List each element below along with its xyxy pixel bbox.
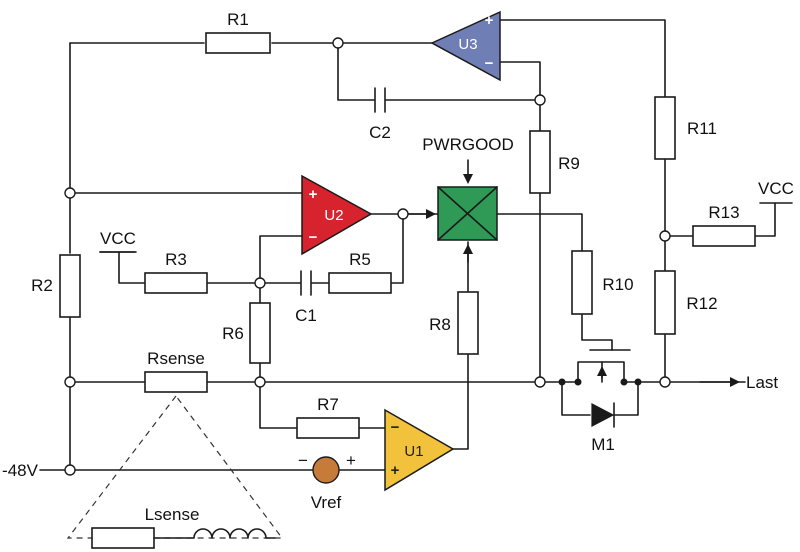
label-r12: R12 [686, 294, 717, 313]
opamp-u1-plus: + [391, 462, 400, 479]
capacitor-c2 [374, 87, 386, 113]
vref-plus: + [346, 451, 356, 470]
label-r13: R13 [708, 203, 739, 222]
junctions [64, 37, 671, 476]
sense-triangle [66, 395, 284, 539]
resistor-r3 [144, 272, 208, 294]
opamp-u3-label: U3 [458, 36, 477, 53]
label-r11: R11 [687, 119, 717, 138]
label-m1: M1 [591, 435, 615, 454]
label-r2: R2 [31, 276, 53, 295]
opamp-u2-minus: − [309, 229, 318, 246]
vref-minus: − [298, 451, 308, 470]
solid-dots [558, 378, 642, 386]
diode-m1 [591, 402, 615, 428]
opamp-u3-minus: − [485, 55, 494, 72]
resistor-r7 [296, 417, 360, 439]
label-r1: R1 [227, 10, 249, 29]
opamp-u2: U2 + − [301, 174, 373, 256]
label-vcc-right: VCC [758, 179, 794, 198]
resistor-r13 [692, 225, 756, 247]
resistor-r2 [59, 254, 81, 318]
label-last: Last [746, 373, 778, 392]
pwrgood-block [437, 186, 498, 241]
resistor-r10 [571, 250, 593, 315]
label-r8: R8 [429, 315, 451, 334]
capacitor-c1 [300, 270, 312, 296]
opamp-u1: U1 − + [384, 408, 455, 492]
label-r6: R6 [222, 324, 244, 343]
label-pwrgood: PWRGOOD [422, 135, 514, 154]
x-cross-icon [437, 186, 498, 241]
resistor-r9 [529, 130, 551, 194]
resistor-lsense-series [91, 527, 155, 549]
resistor-r5 [328, 272, 392, 294]
resistor-rsense [144, 371, 208, 393]
opamp-u3-plus: + [485, 12, 494, 29]
resistor-r6 [249, 302, 271, 364]
resistor-r12 [654, 270, 676, 335]
resistor-r1 [205, 32, 271, 54]
inductor-coil [153, 528, 276, 539]
opamp-u1-label: U1 [404, 443, 423, 460]
label-r3: R3 [165, 250, 187, 269]
opamp-u2-plus: + [309, 186, 318, 203]
vref-source [312, 456, 340, 484]
resistor-r8 [457, 291, 479, 355]
opamp-u1-minus: − [391, 419, 400, 436]
label-vref: Vref [311, 493, 342, 512]
opamp-u2-label: U2 [324, 207, 343, 224]
label-neg48v: -48V [2, 461, 39, 480]
label-lsense: Lsense [145, 505, 200, 524]
label-rsense: Rsense [147, 349, 205, 368]
label-r9: R9 [558, 154, 580, 173]
label-vcc-left: VCC [100, 229, 136, 248]
label-r5: R5 [349, 250, 371, 269]
label-r7: R7 [317, 395, 339, 414]
opamp-u3: U3 + − [430, 10, 501, 82]
wires [39, 19, 793, 471]
resistor-r11 [654, 96, 676, 160]
label-c2: C2 [369, 123, 391, 142]
label-r10: R10 [602, 275, 633, 294]
label-c1: C1 [295, 306, 317, 325]
